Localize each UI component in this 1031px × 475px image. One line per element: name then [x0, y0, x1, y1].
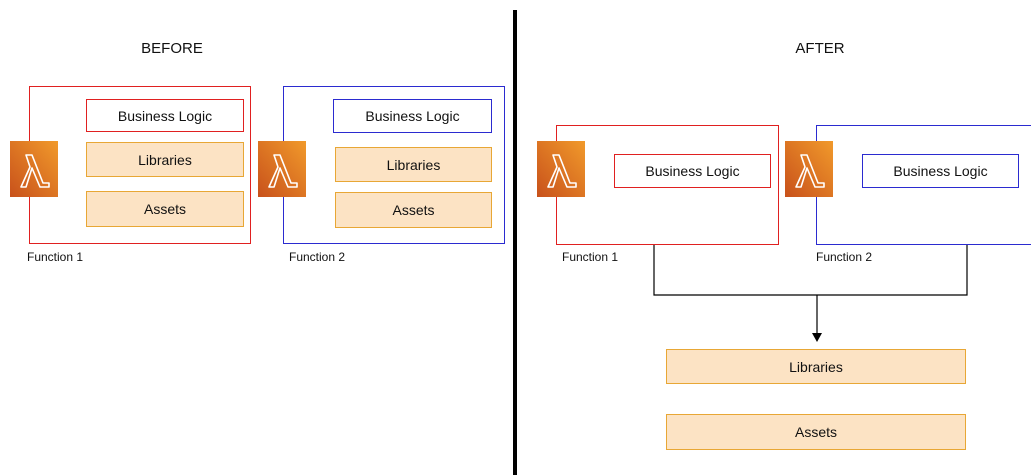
shared-libraries-layer: Libraries: [666, 349, 966, 384]
section-divider: [513, 10, 517, 475]
after-function2-business-logic: Business Logic: [862, 154, 1019, 188]
shared-assets-layer: Assets: [666, 414, 966, 450]
after-function1-business-logic: Business Logic: [614, 154, 771, 188]
after-function2-label: Function 2: [816, 250, 873, 264]
before-function2-business-logic: Business Logic: [333, 99, 492, 133]
before-function1-libraries: Libraries: [86, 142, 244, 177]
before-function1-label: Function 1: [27, 250, 84, 264]
lambda-icon: [785, 141, 833, 197]
after-title: AFTER: [795, 40, 845, 57]
before-function2-libraries: Libraries: [335, 147, 492, 182]
before-function2-assets: Assets: [335, 192, 492, 228]
lambda-icon: [258, 141, 306, 197]
lambda-icon: [537, 141, 585, 197]
before-function2-label: Function 2: [289, 250, 346, 264]
before-function1-business-logic: Business Logic: [86, 99, 244, 132]
after-function1-label: Function 1: [562, 250, 619, 264]
arrow-head: [812, 333, 822, 342]
before-function1-assets: Assets: [86, 191, 244, 227]
before-title: BEFORE: [141, 40, 203, 57]
lambda-icon: [10, 141, 58, 197]
